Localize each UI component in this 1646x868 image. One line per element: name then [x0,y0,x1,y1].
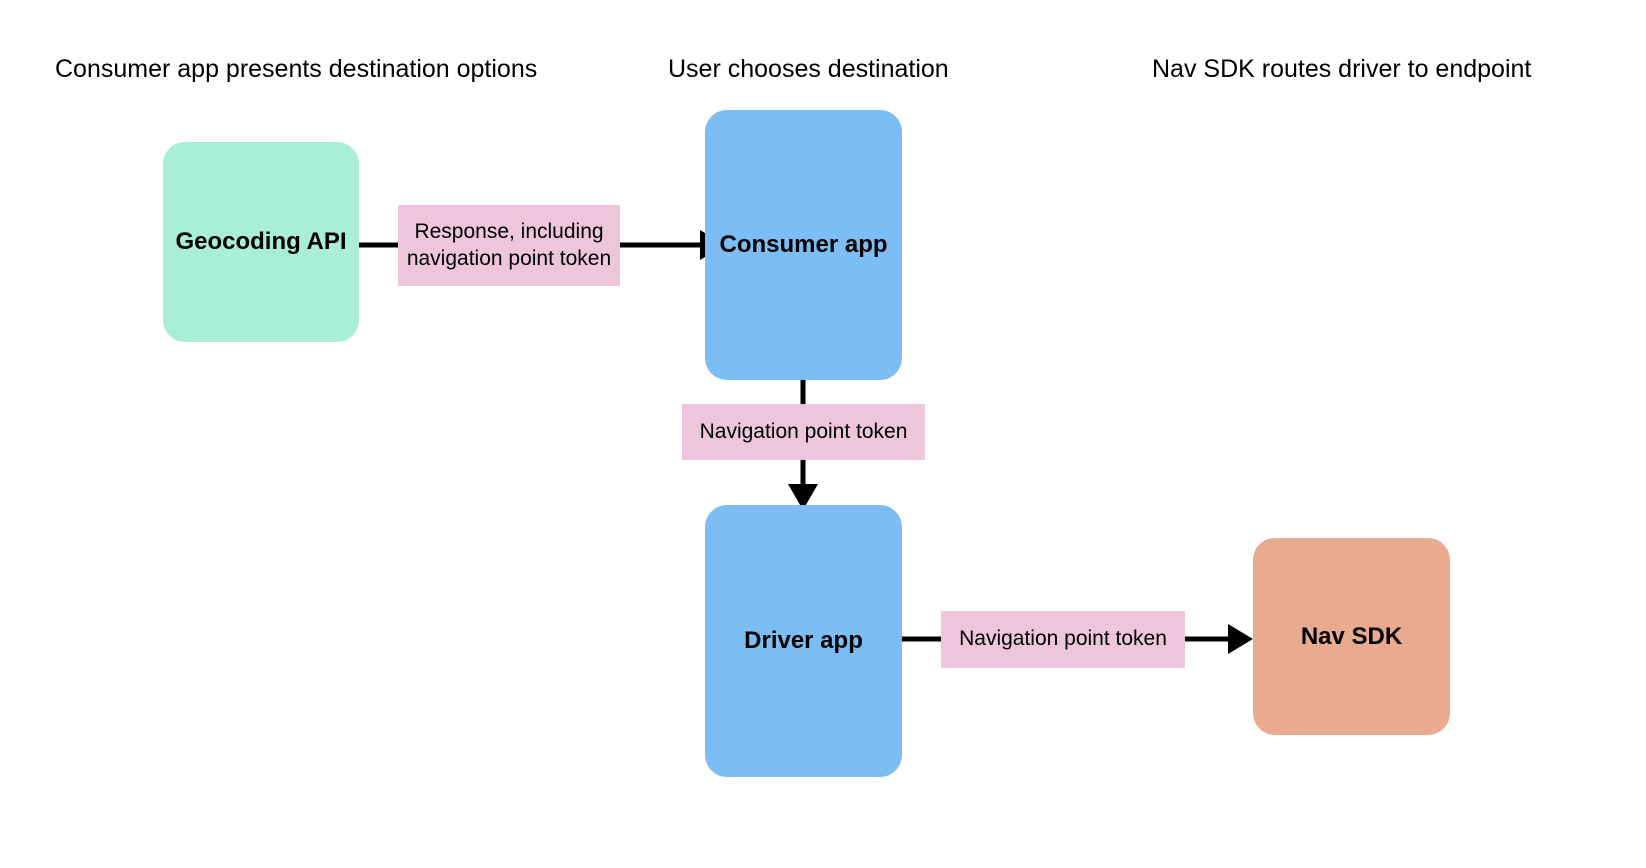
edge-label-response-text: Response, including navigation point tok… [406,219,612,270]
node-nav-sdk[interactable]: Nav SDK [1253,538,1450,735]
edge-label-navigation-point-token-driver-navsdk-text: Navigation point token [959,627,1167,651]
column-header-user-chooses: User chooses destination [668,55,949,83]
node-nav-sdk-label: Nav SDK [1300,622,1403,650]
node-consumer-app-label: Consumer app [719,231,888,259]
node-driver-app-label: Driver app [744,627,863,655]
node-consumer-app[interactable]: Consumer app [705,110,902,380]
edge-label-navigation-point-token-driver-navsdk: Navigation point token [941,611,1185,668]
edge-label-navigation-point-token-consumer-driver-text: Navigation point token [699,419,908,443]
column-header-nav-sdk: Nav SDK routes driver to endpoint [1152,55,1532,83]
edge-label-response-navigation-point-token: Response, including navigation point tok… [398,205,620,286]
node-geocoding-api-label: Geocoding API [175,228,347,256]
edge-label-navigation-point-token-consumer-driver: Navigation point token [682,404,925,460]
node-driver-app[interactable]: Driver app [705,505,902,777]
column-header-consumer-app: Consumer app presents destination option… [55,55,538,83]
node-geocoding-api[interactable]: Geocoding API [163,142,359,342]
